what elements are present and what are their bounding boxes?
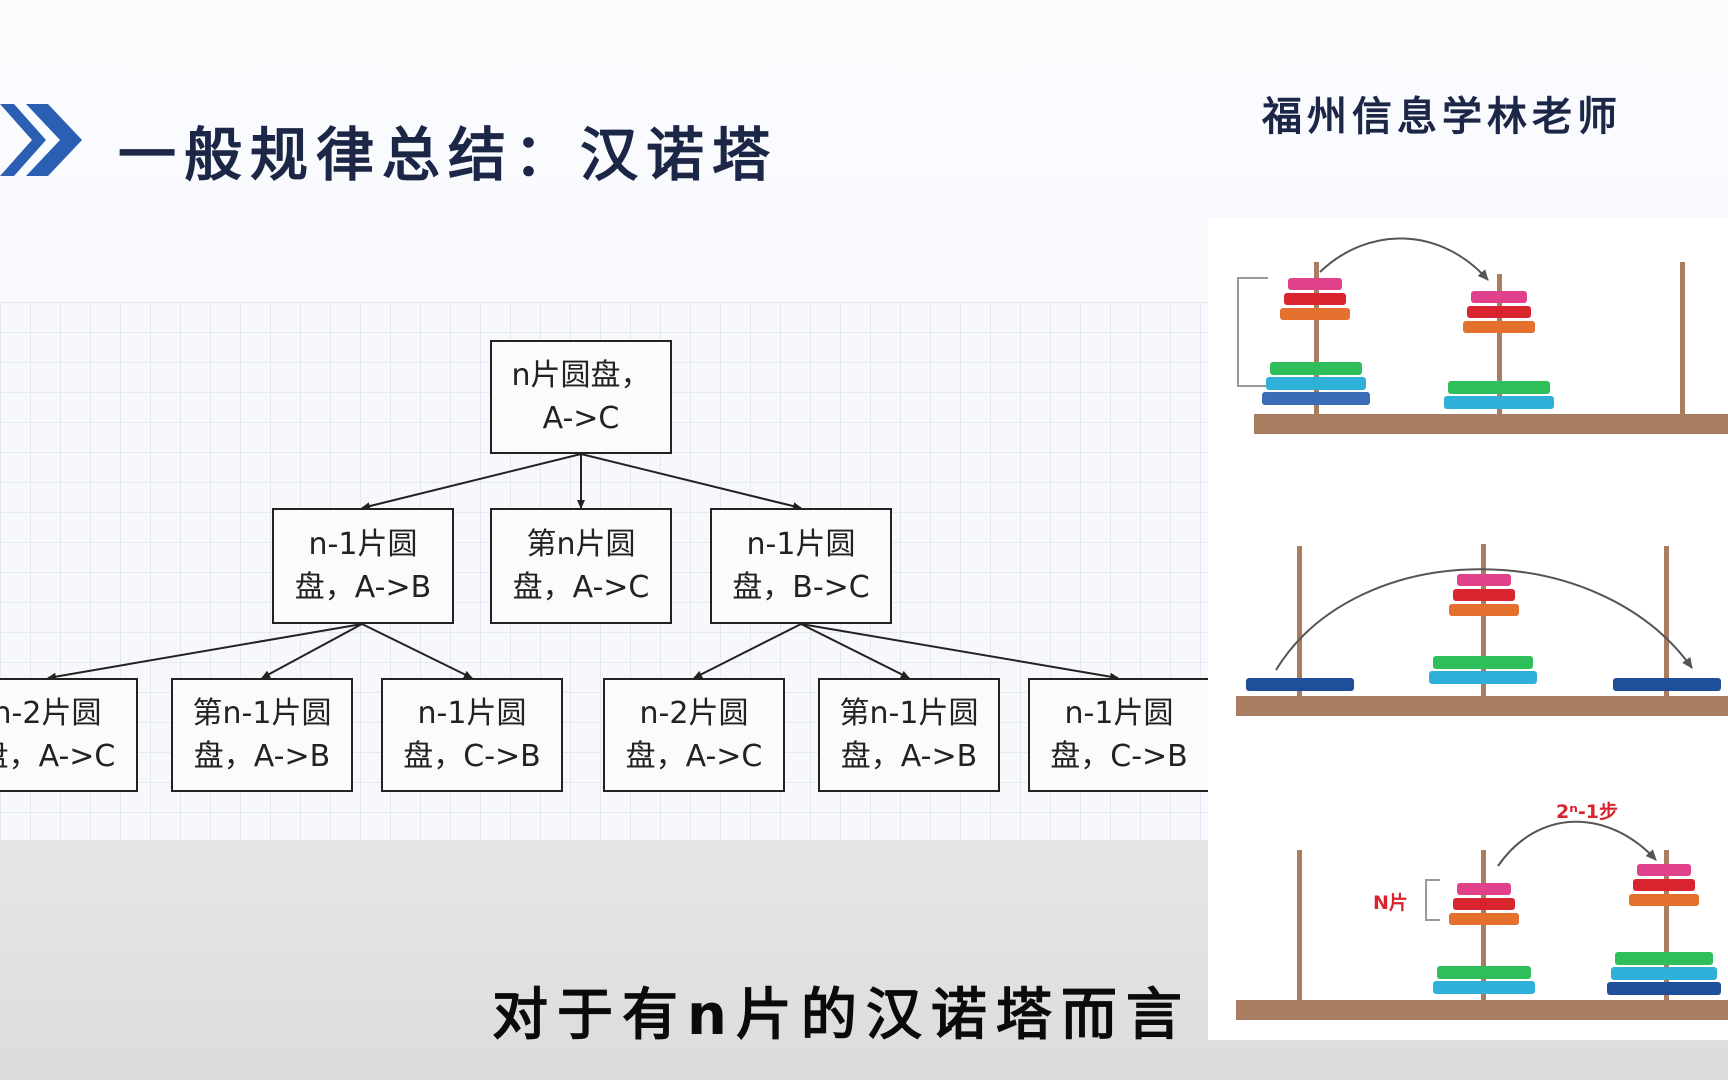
edge-right-to-5 <box>800 623 910 679</box>
tree-node-level2-4: n-2片圆 盘，A->C <box>603 678 785 792</box>
tower-stage-1 <box>1237 237 1728 434</box>
edge-root-to-left <box>361 453 582 510</box>
edge-root-to-right <box>580 453 802 510</box>
tree-node-level1-middle: 第n片圆 盘，A->C <box>490 508 672 624</box>
peg <box>1297 850 1302 1000</box>
tree-node-level2-1: n-2片圆 盘，A->C <box>0 678 138 792</box>
tree-node-level2-5: 第n-1片圆 盘，A->B <box>818 678 1000 792</box>
edge-right-to-4 <box>693 623 802 679</box>
author-watermark: 福州信息学林老师 <box>1262 93 1622 140</box>
base-board <box>1236 696 1728 716</box>
peg <box>1664 850 1669 1000</box>
tree-node-level1-left: n-1片圆 盘，A->B <box>272 508 454 624</box>
video-caption: 对于有n片的汉诺塔而言 <box>492 983 1191 1048</box>
peg <box>1297 546 1302 696</box>
peg <box>1314 262 1319 414</box>
edge-left-to-1 <box>47 623 363 681</box>
hanoi-towers-figure: N片 2ⁿ-1步 <box>1236 237 1728 1020</box>
tree-node-level1-right: n-1片圆 盘，B->C <box>710 508 892 624</box>
steps-label: 2ⁿ-1步 <box>1556 801 1618 823</box>
chevron-arrows-icon <box>0 104 82 176</box>
base-board <box>1254 414 1728 434</box>
base-board <box>1236 1000 1728 1020</box>
n-pieces-label: N片 <box>1373 891 1408 914</box>
tree-edges <box>47 453 1119 681</box>
page-title: 一般规律总结：汉诺塔 <box>118 121 779 189</box>
tree-node-level2-3: n-1片圆 盘，C->B <box>381 678 563 792</box>
peg <box>1680 262 1685 414</box>
edge-left-to-3 <box>361 623 473 679</box>
peg <box>1481 544 1486 696</box>
edge-left-to-2 <box>261 623 363 679</box>
tree-node-root: n片圆盘， A->C <box>490 340 672 454</box>
tower-stage-3: N片 2ⁿ-1步 <box>1236 801 1728 1020</box>
peg <box>1497 274 1502 414</box>
tree-node-level2-2: 第n-1片圆 盘，A->B <box>171 678 353 792</box>
tower-stage-2 <box>1236 544 1728 716</box>
peg <box>1664 546 1669 696</box>
tree-node-level2-6: n-1片圆 盘，C->B <box>1028 678 1210 792</box>
edge-right-to-6 <box>800 623 1119 681</box>
hanoi-illustration-panel: N片 2ⁿ-1步 <box>1208 218 1728 1040</box>
